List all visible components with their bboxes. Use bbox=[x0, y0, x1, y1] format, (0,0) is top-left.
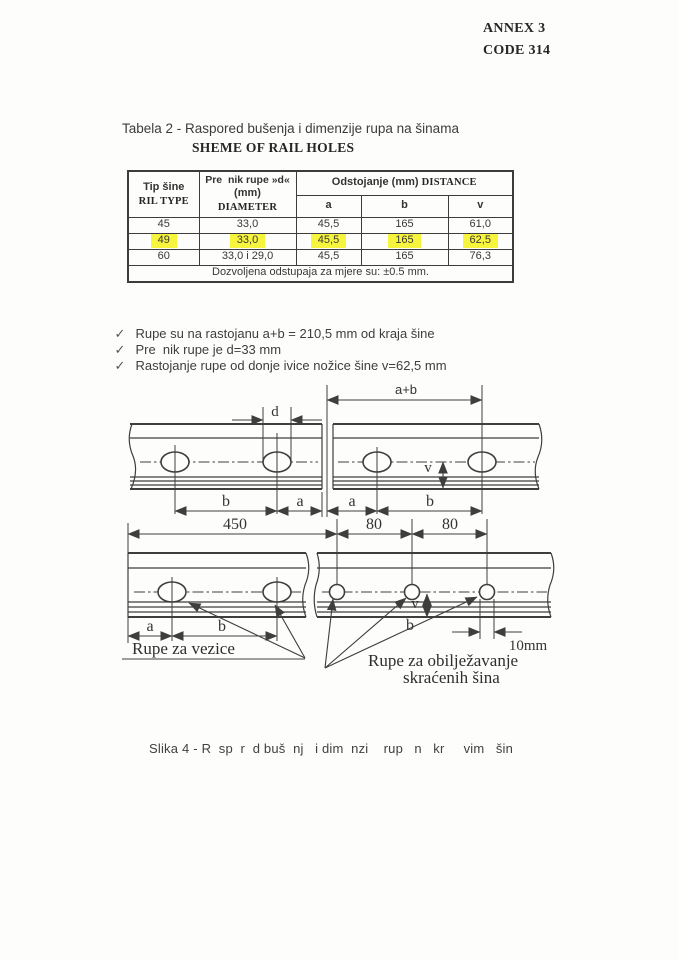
cell-diameter: 33,0 bbox=[198, 232, 297, 250]
header-diameter-en: DIAMETER bbox=[217, 202, 278, 214]
table-header-row-2: a b v bbox=[128, 194, 514, 218]
note-text: Rupe su na rastojanu a+b = 210,5 mm od k… bbox=[135, 326, 435, 341]
highlight-value: 49 bbox=[150, 234, 177, 248]
label-fishplate-holes: Rupe za vezice bbox=[132, 639, 235, 658]
table-footer-row: Dozvoljena odstupaja za mjere su: ±0.5 m… bbox=[127, 264, 514, 283]
cell-v: 62,5 bbox=[447, 232, 514, 250]
cell-diameter: 33,0 i 29,0 bbox=[198, 248, 297, 266]
header-rail-type-en: RIL TYPE bbox=[138, 195, 189, 207]
table-row: 60 33,0 i 29,0 45,5 165 76,3 bbox=[127, 248, 514, 266]
rail-break-edge bbox=[313, 552, 320, 618]
cell-type: 45 bbox=[127, 216, 200, 234]
table-row-highlighted: 49 33,0 45,5 165 62,5 bbox=[127, 232, 514, 250]
rail-holes-table: Tip šine RIL TYPE Pre nik rupe »d« (mm) … bbox=[127, 170, 514, 283]
cell-a: 45,5 bbox=[295, 232, 362, 250]
header-diameter: Pre nik rupe »d« (mm) DIAMETER bbox=[198, 170, 297, 218]
dim-label-a: a bbox=[146, 618, 153, 635]
dim-label-a-plus-b: a+b bbox=[395, 382, 417, 397]
dim-label-d: d bbox=[271, 404, 279, 420]
header-rail-type-hr: Tip šine bbox=[143, 180, 185, 193]
note-item: ✓ Rastojanje rupe od donje ivice nožice š… bbox=[100, 343, 447, 389]
header-distance-hr: Odstojanje (mm) bbox=[331, 176, 419, 189]
header-a: a bbox=[295, 194, 362, 218]
dim-label-v: v bbox=[411, 596, 419, 612]
highlight-value: 33,0 bbox=[229, 234, 266, 248]
header-distance: Odstojanje (mm) DISTANCE bbox=[295, 170, 514, 196]
marking-hole bbox=[478, 583, 496, 601]
header-distance-en: DISTANCE bbox=[421, 177, 477, 189]
rail-diagram-bottom: 450 80 80 a b bbox=[122, 516, 555, 687]
dim-label-a: a bbox=[296, 493, 303, 510]
table-header-row-1: Tip šine RIL TYPE Pre nik rupe »d« (mm) … bbox=[127, 170, 514, 218]
marking-hole bbox=[403, 583, 421, 601]
cell-a: 45,5 bbox=[295, 216, 362, 234]
dim-label-10mm: 10mm bbox=[509, 638, 548, 654]
dim-label-b: b bbox=[426, 493, 434, 510]
dim-label-450: 450 bbox=[223, 516, 247, 533]
checkmark-icon: ✓ bbox=[114, 326, 126, 341]
rail-break-edge bbox=[547, 552, 555, 618]
rail-diagram-top: d a+b v b a a b bbox=[128, 382, 543, 517]
highlight-value: 62,5 bbox=[462, 234, 498, 248]
checkmark-icon: ✓ bbox=[114, 358, 126, 373]
rail-break-edge bbox=[302, 552, 310, 618]
header-diameter-hr: Pre nik rupe »d« bbox=[205, 174, 290, 187]
highlight-value: 165 bbox=[388, 234, 421, 248]
cell-type: 60 bbox=[127, 248, 200, 266]
cell-b: 165 bbox=[360, 248, 449, 266]
dim-label-b: b bbox=[406, 617, 414, 634]
dim-label-80: 80 bbox=[442, 516, 458, 533]
table-subtitle: SHEME OF RAIL HOLES bbox=[192, 140, 355, 155]
code-label: CODE 314 bbox=[483, 43, 551, 58]
label-marking-holes-line2: skraćenih šina bbox=[403, 668, 500, 687]
cell-v: 76,3 bbox=[447, 248, 514, 266]
rail-break-edge bbox=[534, 423, 543, 490]
dim-label-v: v bbox=[424, 460, 432, 476]
header-v: v bbox=[447, 194, 514, 218]
note-text: Pre nik rupe je d=33 mm bbox=[135, 342, 282, 357]
cell-type: 49 bbox=[127, 232, 200, 250]
label-marking-holes-line1: Rupe za obilježavanje bbox=[368, 651, 518, 670]
marking-hole bbox=[328, 583, 346, 601]
cell-b: 165 bbox=[360, 216, 449, 234]
tolerance-note: Dozvoljena odstupaja za mjere su: ±0.5 m… bbox=[127, 264, 514, 283]
annex-label: ANNEX 3 bbox=[483, 21, 546, 36]
checkmark-icon: ✓ bbox=[114, 342, 126, 357]
table-row: 45 33,0 45,5 165 61,0 bbox=[127, 216, 514, 234]
cell-b: 165 bbox=[360, 232, 449, 250]
header-diameter-mm: (mm) bbox=[234, 187, 261, 200]
rail-break-edge bbox=[128, 423, 137, 490]
note-text: Rastojanje rupe od donje ivice nožice ši… bbox=[135, 358, 447, 373]
cell-a: 45,5 bbox=[295, 248, 362, 266]
note-item: ✓ Rupe su na rastojanu a+b = 210,5 mm od … bbox=[100, 311, 435, 357]
header-rail-type: Tip šine RIL TYPE bbox=[127, 170, 200, 218]
dim-label-b: b bbox=[222, 493, 230, 510]
dim-label-b: b bbox=[218, 618, 226, 635]
cell-v: 61,0 bbox=[447, 216, 514, 234]
note-item: ✓ Pre nik rupe je d=33 mm bbox=[100, 327, 281, 373]
dim-label-80: 80 bbox=[366, 516, 382, 533]
dim-label-a: a bbox=[348, 493, 355, 510]
figure-caption: Slika 4 - R sp r d buš nj i dim nzi rup … bbox=[149, 741, 514, 756]
header-b: b bbox=[360, 194, 449, 218]
cell-diameter: 33,0 bbox=[198, 216, 297, 234]
highlight-value: 45,5 bbox=[310, 234, 347, 248]
table-title: Tabela 2 - Raspored bušenja i dimenzije … bbox=[122, 121, 459, 136]
